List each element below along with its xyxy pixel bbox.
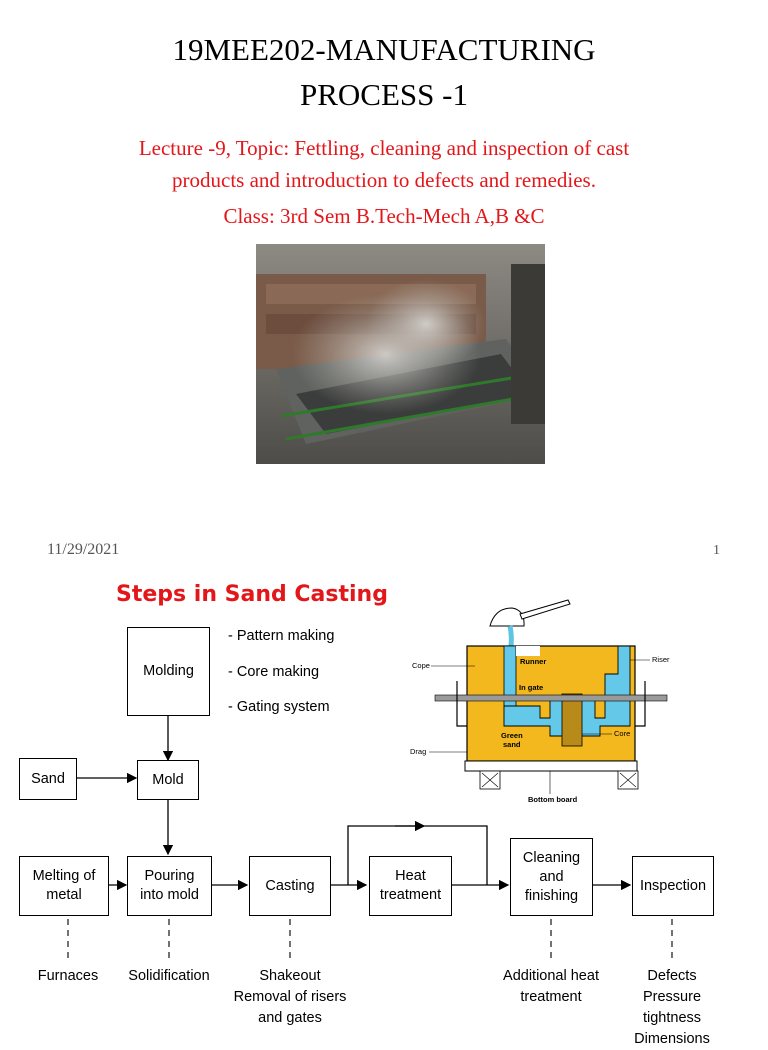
label-drag: Drag <box>410 747 426 756</box>
lecture-topic-line2: products and introduction to defects and… <box>172 168 596 192</box>
label-riser: Riser <box>652 655 670 664</box>
slide-date: 11/29/2021 <box>47 541 120 558</box>
page-number: 1 <box>713 543 720 558</box>
inspection-box: Inspection <box>632 856 714 916</box>
molding-step-core: - Core making <box>228 664 320 680</box>
label-in-gate: In gate <box>519 683 543 692</box>
slide-title-line1: 19MEE202-MANUFACTURING <box>172 32 596 67</box>
lecture-topic-line1: Lecture -9, Topic: Fettling, cleaning an… <box>138 136 630 160</box>
molding-box: Molding <box>127 627 210 716</box>
note-solidification: Solidification <box>128 968 210 984</box>
sand-box: Sand <box>19 758 77 800</box>
label-cope: Cope <box>412 661 430 670</box>
molding-step-gating: - Gating system <box>228 699 330 715</box>
foundry-shakeout-photo <box>256 244 545 464</box>
sand-mold-diagram: Cope Riser Runner In gate Green sand Cor… <box>400 586 704 812</box>
flow-connectors <box>67 716 673 962</box>
label-bottom-board: Bottom board <box>528 795 578 804</box>
label-green-sand-1: Green <box>501 731 523 740</box>
molding-step-pattern: - Pattern making <box>228 628 335 644</box>
casting-box: Casting <box>249 856 331 916</box>
slide-title-line2: PROCESS -1 <box>300 77 468 112</box>
note-furnaces: Furnaces <box>37 968 99 984</box>
mold-box: Mold <box>137 760 199 800</box>
class-info: Class: 3rd Sem B.Tech-Mech A,B &C <box>223 204 545 228</box>
steps-title: Steps in Sand Casting <box>116 582 388 607</box>
label-green-sand-2: sand <box>503 740 521 749</box>
label-core: Core <box>614 729 630 738</box>
label-runner: Runner <box>520 657 546 666</box>
